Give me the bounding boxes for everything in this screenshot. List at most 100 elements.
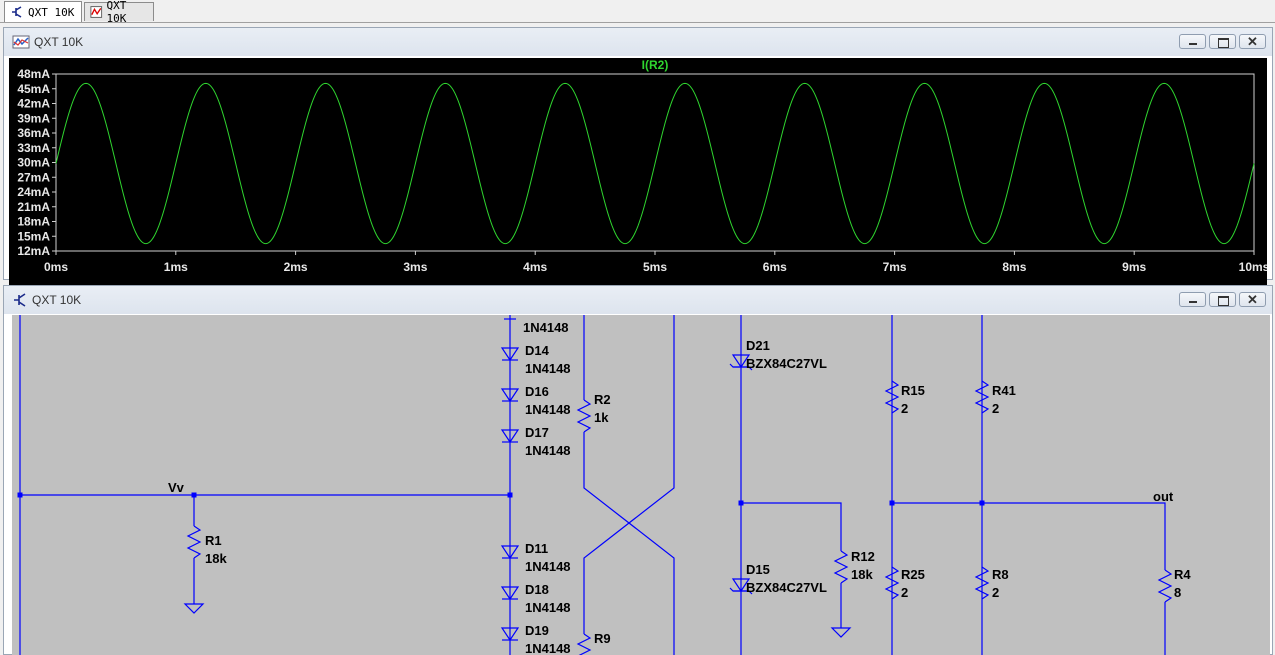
d18-ref-label: D18	[525, 582, 549, 597]
d17-value-label: 1N4148	[525, 443, 571, 458]
ground-symbol	[830, 627, 852, 638]
y-tick-label: 45mA	[17, 82, 50, 96]
minimize-button[interactable]	[1179, 292, 1206, 307]
r41-ref-label: R41	[992, 383, 1016, 398]
tab-waveform[interactable]: QXT 10K	[84, 0, 154, 25]
junction	[889, 500, 895, 506]
d17-ref-label: D17	[525, 425, 549, 440]
y-tick-label: 42mA	[17, 97, 50, 111]
zener-diode-d15	[729, 578, 753, 595]
x-tick-label: 9ms	[1122, 260, 1146, 274]
window-title: QXT 10K	[34, 35, 84, 49]
tab-label: QXT 10K	[28, 5, 75, 19]
waveform-chart: I(R2) 48mA45mA42mA39mA36mA33mA30mA27mA24m…	[17, 58, 1269, 274]
junction	[17, 492, 23, 498]
tab-schematic[interactable]: QXT 10K	[4, 1, 82, 22]
d14-ref-label: D14	[525, 343, 550, 358]
y-tick-label: 39mA	[17, 111, 50, 125]
resistor-r1	[186, 525, 202, 559]
r12-value-label: 18k	[851, 567, 873, 582]
y-tick-label: 30mA	[17, 156, 50, 170]
y-tick-label: 27mA	[17, 170, 50, 184]
r12-ref-label: R12	[851, 549, 875, 564]
y-tick-label: 48mA	[17, 67, 50, 81]
ground-symbol	[183, 603, 205, 614]
d18-value-label: 1N4148	[525, 600, 571, 615]
y-tick-label: 15mA	[17, 229, 50, 243]
d11-value-label: 1N4148	[525, 559, 571, 574]
resistor-r15	[884, 380, 900, 414]
r15-ref-label: R15	[901, 383, 925, 398]
resistor-r4	[1157, 569, 1173, 603]
schematic-window-titlebar[interactable]: QXT 10K ✕	[4, 286, 1272, 314]
r9-ref-label: R9	[594, 631, 611, 646]
diode-d18	[500, 586, 520, 601]
r8-ref-label: R8	[992, 567, 1009, 582]
waveform-icon	[12, 35, 30, 49]
zener-diode-d21	[729, 354, 753, 371]
r4-value-label: 8	[1174, 585, 1181, 600]
plot-window-titlebar[interactable]: QXT 10K ✕	[4, 28, 1272, 56]
r4-ref-label: R4	[1174, 567, 1191, 582]
close-button[interactable]: ✕	[1239, 34, 1266, 49]
d14-value-label: 1N4148	[525, 361, 571, 376]
y-tick-label: 24mA	[17, 185, 50, 199]
r2-value-label: 1k	[594, 410, 609, 425]
document-tab-bar: QXT 10K QXT 10K	[0, 0, 1275, 25]
close-button[interactable]: ✕	[1239, 292, 1266, 307]
r25-value-label: 2	[901, 585, 908, 600]
r2-ref-label: R2	[594, 392, 611, 407]
wire	[583, 315, 675, 634]
d15-ref-label: D15	[746, 562, 770, 577]
resistor-r25	[884, 566, 900, 600]
window-title: QXT 10K	[32, 293, 82, 307]
y-tick-label: 21mA	[17, 200, 50, 214]
diode-d17	[500, 429, 520, 444]
net-label-vv: Vv	[168, 480, 185, 495]
restore-button[interactable]	[1209, 34, 1236, 49]
y-tick-label: 36mA	[17, 126, 50, 140]
d15-value-label: BZX84C27VL	[746, 580, 827, 595]
restore-button[interactable]	[1209, 292, 1236, 307]
resistor-r2	[576, 399, 592, 433]
minimize-button[interactable]	[1179, 34, 1206, 49]
series-line-i-r2-	[55, 82, 1255, 245]
chart-title: I(R2)	[642, 58, 669, 72]
x-tick-label: 1ms	[164, 260, 188, 274]
resistor-r8	[974, 566, 990, 600]
x-tick-label: 5ms	[643, 260, 667, 274]
diode-d19	[500, 627, 520, 642]
x-tick-label: 4ms	[523, 260, 547, 274]
wire	[892, 502, 1166, 570]
x-tick-label: 10ms	[1239, 260, 1267, 274]
tab-label: QXT 10K	[106, 0, 127, 25]
schematic-icon	[12, 6, 22, 18]
d19-ref-label: D19	[525, 623, 549, 638]
r1-value-label: 18k	[205, 551, 227, 566]
net-label-out: out	[1153, 489, 1174, 504]
y-tick-label: 33mA	[17, 141, 50, 155]
d21-ref-label: D21	[746, 338, 770, 353]
y-tick-label: 12mA	[17, 244, 50, 258]
y-tick-label: 18mA	[17, 215, 50, 229]
r8-value-label: 2	[992, 585, 999, 600]
waveform-icon	[90, 6, 103, 18]
x-tick-label: 8ms	[1002, 260, 1026, 274]
d-top-value-label: 1N4148	[523, 320, 569, 335]
x-tick-label: 6ms	[763, 260, 787, 274]
d16-ref-label: D16	[525, 384, 549, 399]
junction	[979, 500, 985, 506]
d19-value-label: 1N4148	[525, 641, 571, 655]
d16-value-label: 1N4148	[525, 402, 571, 417]
d21-value-label: BZX84C27VL	[746, 356, 827, 371]
diode-d16	[500, 388, 520, 403]
x-tick-label: 2ms	[284, 260, 308, 274]
r1-ref-label: R1	[205, 533, 222, 548]
x-tick-label: 0ms	[44, 260, 68, 274]
resistor-r9	[576, 633, 592, 655]
schematic-icon	[14, 293, 26, 307]
